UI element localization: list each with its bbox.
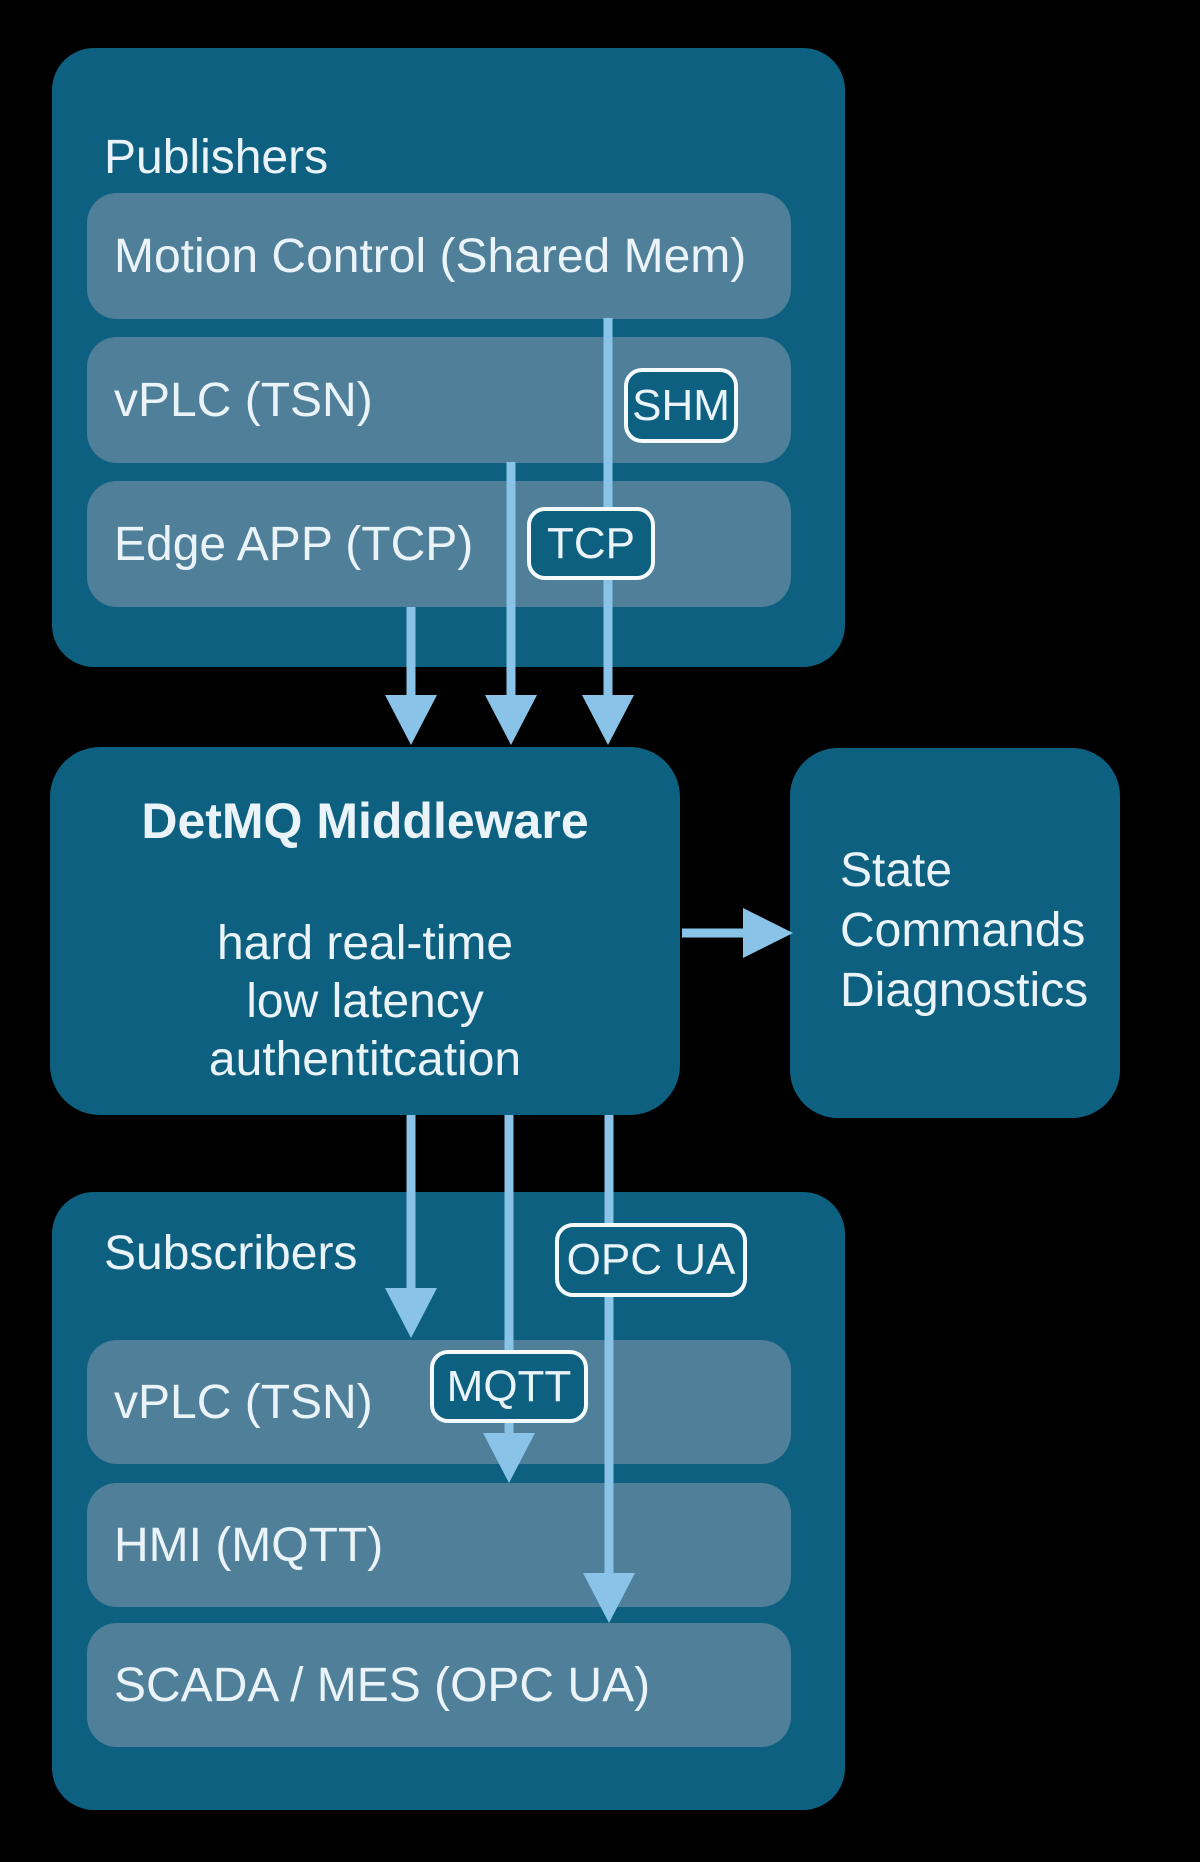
subscriber-row-scada-mes: SCADA / MES (OPC UA) [87,1623,791,1747]
outputs-line-diagnostics: Diagnostics [840,964,1089,1017]
publisher-row-edge-app-label: Edge APP (TCP) [114,517,474,571]
subscriber-row-hmi: HMI (MQTT) [87,1483,791,1607]
middleware-feature-authentication: authentitcation [208,1033,522,1086]
mqtt-protocol-badge-label: MQTT [446,1361,572,1411]
publisher-row-motion-control: Motion Control (Shared Mem) [87,193,791,319]
subscriber-row-hmi-label: HMI (MQTT) [114,1518,384,1572]
opcua-protocol-badge: OPC UA [555,1223,747,1297]
arrow-middleware-to-outputs [682,908,793,958]
shm-protocol-badge: SHM [624,368,738,443]
opcua-protocol-badge-label: OPC UA [566,1235,736,1284]
publisher-row-motion-control-label: Motion Control (Shared Mem) [114,229,747,283]
middleware-box: DetMQ Middleware hard real-time low late… [50,747,680,1115]
middleware-features: hard real-time low latency authentitcati… [50,915,680,1089]
subscriber-row-vplc-label: vPLC (TSN) [114,1375,373,1429]
outputs-box: State Commands Diagnostics [790,748,1120,1118]
tcp-protocol-badge: TCP [527,507,655,580]
outputs-line-state: State [840,844,953,897]
outputs-text: State Commands Diagnostics [840,841,1088,1021]
subscriber-row-scada-mes-label: SCADA / MES (OPC UA) [114,1658,651,1712]
publishers-title: Publishers [104,131,329,184]
middleware-feature-low-latency: low latency [246,975,484,1028]
shm-protocol-badge-label: SHM [632,380,730,430]
publisher-row-vplc-label: vPLC (TSN) [114,373,373,427]
outputs-line-commands: Commands [840,904,1086,957]
middleware-title: DetMQ Middleware [141,793,589,849]
mqtt-protocol-badge: MQTT [430,1350,588,1423]
subscribers-title: Subscribers [104,1227,358,1280]
publisher-row-edge-app: Edge APP (TCP) [87,481,791,607]
tcp-protocol-badge-label: TCP [547,518,635,568]
middleware-feature-hard-real-time: hard real-time [216,917,514,970]
publishers-box: Publishers Motion Control (Shared Mem) v… [52,48,845,667]
